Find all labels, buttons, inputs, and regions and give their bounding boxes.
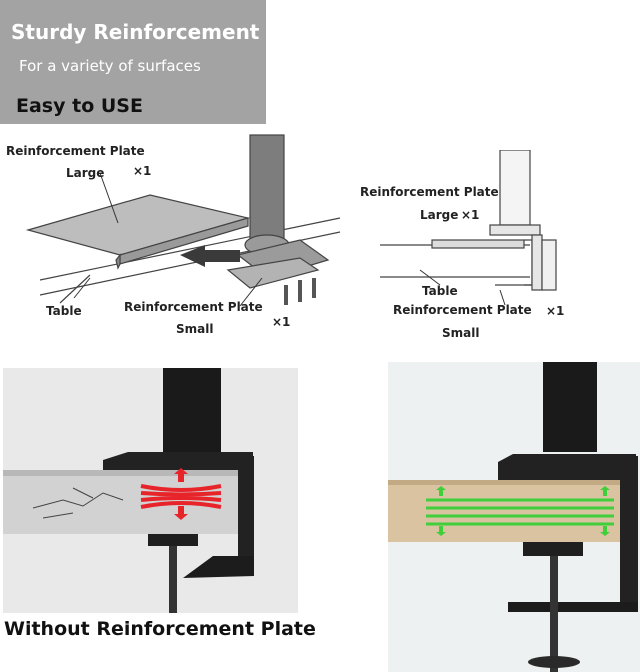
- right-plate-title: Reinforcement Plate: [360, 185, 499, 199]
- left-qty-large: ×1: [133, 164, 152, 178]
- right-small-label: Small: [442, 326, 480, 340]
- left-large-label: Large: [66, 166, 105, 180]
- left-plate-title: Reinforcement Plate: [6, 144, 145, 158]
- banner-title: Sturdy Reinforcement: [11, 20, 260, 44]
- right-qty-large: ×1: [461, 208, 480, 222]
- left-table-label: Table: [46, 304, 82, 318]
- photo-without-plate: [3, 368, 298, 613]
- right-table-label: Table: [422, 284, 458, 298]
- diagram-right-illustration: [380, 150, 557, 306]
- left-plate-title-2: Reinforcement Plate: [124, 300, 263, 314]
- banner-subtitle: For a variety of surfaces: [19, 57, 201, 75]
- diagram-left-illustration: [25, 134, 341, 307]
- banner-tagline: Easy to USE: [16, 95, 143, 117]
- header-banner: Sturdy Reinforcement For a variety of su…: [0, 0, 266, 124]
- right-large-label: Large: [420, 208, 459, 222]
- right-plate-title-2: Reinforcement Plate: [393, 303, 532, 317]
- left-small-label: Small: [176, 322, 214, 336]
- photo-caption: Without Reinforcement Plate: [4, 618, 316, 640]
- photo-with-plate: [388, 362, 640, 672]
- left-qty-small: ×1: [272, 315, 291, 329]
- right-qty-small: ×1: [546, 304, 565, 318]
